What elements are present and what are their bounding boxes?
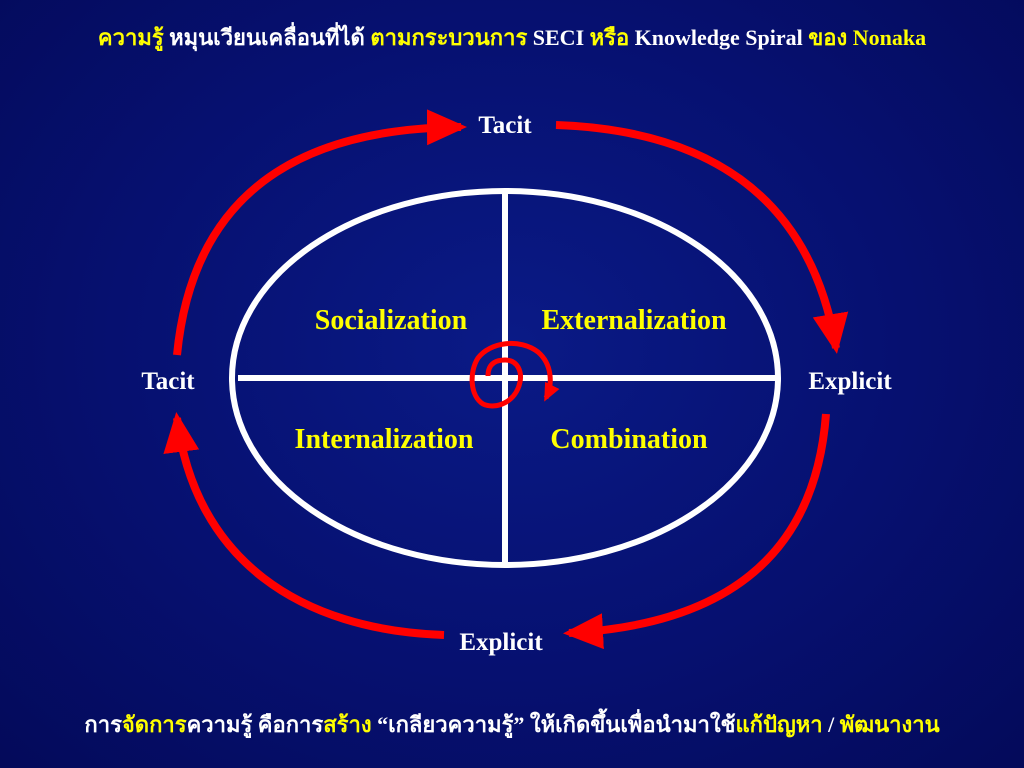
slide-title: ความรู้ หมุนเวียนเคลื่อนที่ได้ ตามกระบวน… (0, 20, 1024, 55)
title-part: ความรู้ (97, 25, 164, 50)
title-part: หรือ (589, 25, 630, 50)
footer-part: แก้ปัญหา (735, 712, 823, 737)
arrow-tacit-to-explicit (555, 121, 849, 354)
title-part: SECI (527, 25, 590, 50)
title-part: หมุนเวียนเคลื่อนที่ได้ (163, 25, 371, 50)
quadrant-combination: Combination (550, 424, 708, 455)
footer-part: จัดการ (121, 712, 187, 737)
label-right-explicit: Explicit (808, 368, 892, 395)
title-part: Nonaka (847, 25, 927, 50)
quadrant-internalization: Internalization (294, 424, 474, 455)
title-part: Knowledge Spiral (629, 25, 809, 50)
footer-part: ความรู้ คือการ (186, 712, 324, 737)
footer-part: การ (84, 712, 122, 737)
quadrant-socialization: Socialization (314, 305, 468, 336)
arrow-tacit-to-tacit-top (173, 109, 467, 356)
spiral-icon (469, 340, 560, 409)
arrow-explicit-to-tacit (163, 412, 445, 639)
title-part: ตามกระบวนการ (370, 25, 528, 50)
arrow-explicit-to-explicit-bottom (563, 413, 830, 650)
quadrant-externalization: Externalization (541, 305, 727, 336)
footer-part: “เกลียวความรู้” ให้เกิดขึ้นเพื่อนำมาใช้ (371, 712, 736, 737)
slide-footer: การจัดการความรู้ คือการสร้าง “เกลียวความ… (0, 707, 1024, 742)
label-left-tacit: Tacit (141, 368, 195, 395)
label-top-tacit: Tacit (478, 112, 532, 139)
footer-part: พัฒนางาน (839, 712, 940, 737)
footer-part: / (822, 712, 840, 737)
label-bottom-explicit: Explicit (459, 629, 543, 656)
footer-part: สร้าง (323, 712, 372, 737)
title-part: ของ (808, 25, 848, 50)
